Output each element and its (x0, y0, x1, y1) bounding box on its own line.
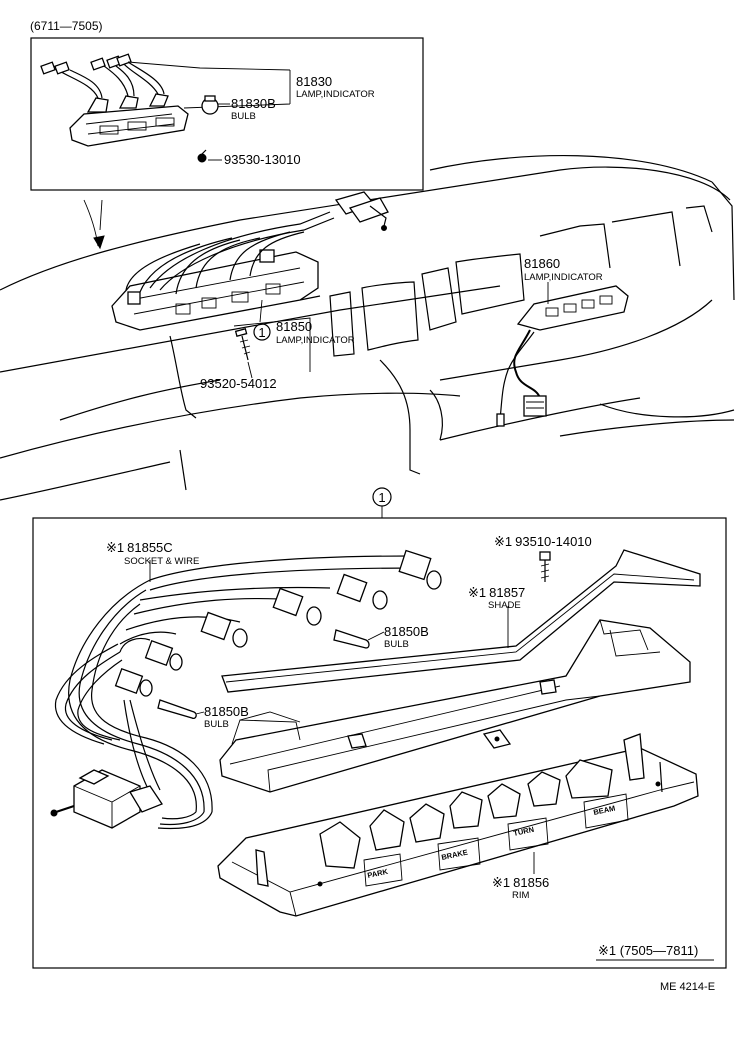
rim-label-beam: BEAM (593, 804, 616, 817)
figure-code: ME 4214-E (660, 981, 715, 993)
svg-text:1: 1 (378, 490, 385, 505)
inset-bulb-name: BULB (231, 111, 256, 122)
dash-screw (234, 327, 251, 361)
dash-center-lamp-part-no: 81850 (276, 319, 312, 334)
bulb-right (333, 629, 370, 649)
inset-lamp-part-no: 81830 (296, 74, 332, 89)
rim-name: RIM (512, 890, 530, 901)
bulb-left-part-no: 81850B (204, 704, 249, 719)
inset-bulb (201, 95, 219, 115)
date-range-label: (6711—7505) (30, 19, 103, 33)
inset-arrow-head (93, 235, 105, 250)
shade-name: SHADE (488, 600, 521, 611)
inset-screw (197, 149, 207, 163)
dash-right-lamp-name: LAMP,INDICATOR (524, 272, 603, 283)
dash-screw-part-no: 93520-54012 (200, 376, 277, 391)
inset-box (30, 37, 424, 191)
inset-lamp-name: LAMP,INDICATOR (296, 89, 375, 100)
svg-text:1: 1 (258, 325, 265, 340)
inset-lamp-assembly (40, 53, 189, 147)
bulb-right-leader (367, 631, 385, 641)
exploded-screw (539, 551, 551, 582)
exploded-box (32, 517, 727, 969)
bulb-left-leader (195, 711, 205, 715)
shade-part (221, 549, 701, 693)
dash-center-lamp-leader (233, 299, 311, 372)
bulb-right-name: BULB (384, 639, 409, 650)
inset-bulb-part-no: 81830B (231, 96, 276, 111)
bulb-left-name: BULB (204, 719, 229, 730)
dash-right-lamp (496, 285, 629, 427)
footnote-label: ※1 (7505—7811) (598, 943, 698, 958)
dash-center-lamp (111, 191, 389, 331)
dash-center-lamp-name: LAMP,INDICATOR (276, 335, 355, 346)
dash-center-ref-marker: 1 (253, 323, 271, 341)
dash-screw-leader (247, 361, 253, 379)
rim-label-park: PARK (367, 867, 390, 880)
exploded-ref-marker: 1 (372, 487, 392, 518)
socket-wire-harness (50, 549, 442, 830)
rim-part (217, 733, 699, 917)
inset-screw-part-no: 93530-13010 (224, 152, 301, 167)
rim-label-turn: TURN (513, 825, 535, 838)
socket-wire-name: SOCKET & WIRE (124, 556, 199, 567)
lamp-housing (219, 619, 691, 793)
dashboard-outline (0, 154, 735, 501)
bulb-right-part-no: 81850B (384, 624, 429, 639)
dash-right-lamp-part-no: 81860 (524, 256, 560, 271)
bulb-left (157, 699, 197, 720)
inset-arrow-line-2 (99, 199, 103, 231)
